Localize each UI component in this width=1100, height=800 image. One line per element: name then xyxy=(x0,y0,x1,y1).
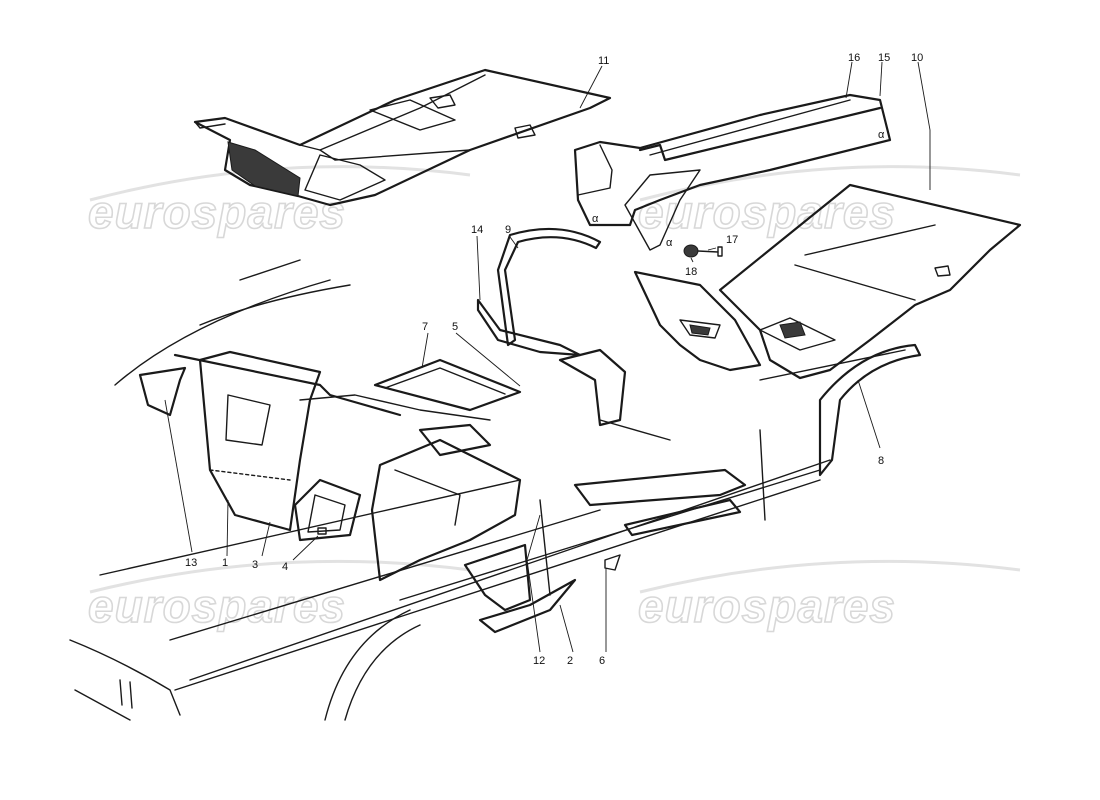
watermark-top-right: eurospares xyxy=(638,186,896,238)
callout-10: 10 xyxy=(911,52,923,64)
part-side-trim xyxy=(633,270,762,372)
part-11-floor-carpet xyxy=(193,68,612,207)
callout-2: 2 xyxy=(567,655,573,667)
part-10-rear-carpet xyxy=(718,183,1022,380)
callout-3: 3 xyxy=(252,559,258,571)
watermark-group: eurospares eurospares eurospares eurospa… xyxy=(87,165,1021,633)
callout-1: 1 xyxy=(222,557,228,569)
callout-18: 18 xyxy=(685,266,697,278)
part-15-16-side-panels: α α α xyxy=(573,93,892,251)
part-9-14-arch-trim xyxy=(476,227,602,357)
alpha-mark: α xyxy=(592,213,599,225)
watermark-bottom-right: eurospares xyxy=(638,580,896,632)
leader-lines xyxy=(164,61,931,653)
callout-17: 17 xyxy=(726,234,738,246)
callout-15: 15 xyxy=(878,52,890,64)
watermark-top-left: eurospares xyxy=(88,186,346,238)
car-body-outline xyxy=(69,259,922,721)
callout-8: 8 xyxy=(878,455,884,467)
watermark-bottom-left: eurospares xyxy=(88,580,346,632)
callout-4: 4 xyxy=(282,561,288,573)
callout-12: 12 xyxy=(533,655,545,667)
callout-13: 13 xyxy=(185,557,197,569)
watermark-swoosh xyxy=(639,559,1021,594)
alpha-mark: α xyxy=(666,237,673,249)
alpha-mark: α xyxy=(878,129,885,141)
callout-7: 7 xyxy=(422,321,428,333)
interior-carpet-set xyxy=(138,348,747,634)
callout-11: 11 xyxy=(598,55,609,67)
callout-5: 5 xyxy=(452,321,458,333)
callout-9: 9 xyxy=(505,224,511,236)
part-17-18-fastener xyxy=(683,244,723,258)
callout-6: 6 xyxy=(599,655,605,667)
callout-14: 14 xyxy=(471,224,483,236)
callout-labels: 11 16 15 10 17 18 14 9 7 5 8 13 1 3 4 12… xyxy=(185,52,923,667)
callout-16: 16 xyxy=(848,52,860,64)
